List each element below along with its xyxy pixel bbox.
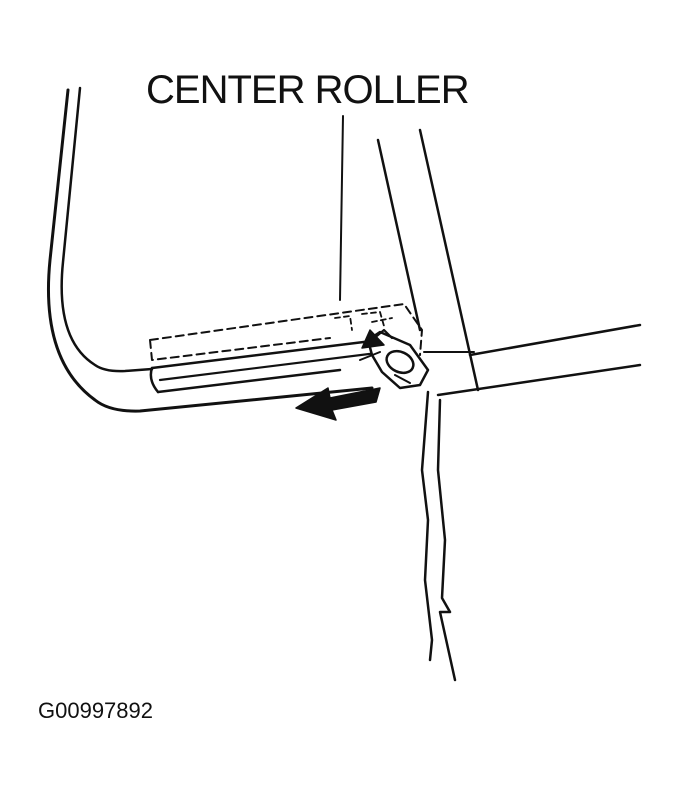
rail-cover-outline-dashed (149, 303, 423, 361)
body-seam-left (420, 390, 434, 662)
rail-cover-detail-dashed (334, 311, 393, 331)
door-panel-inner-edge (60, 86, 154, 373)
callout-leader-line (339, 115, 344, 301)
door-panel-outer-edge (46, 88, 374, 413)
callout-arrow-head (361, 329, 385, 349)
center-rail-middle (158, 350, 387, 382)
body-side-upper-edge (468, 323, 642, 357)
figure-id: G00997892 (38, 698, 153, 723)
pillar-right-edge (418, 128, 480, 392)
slide-direction-arrow (295, 387, 381, 421)
roller-hinge-detail (359, 351, 411, 384)
body-side-lower-edge (436, 363, 642, 397)
body-seam-right (436, 398, 457, 682)
center-roller-wheel (385, 349, 415, 375)
pillar-left-edge (376, 138, 422, 332)
center-roller-label: CENTER ROLLER (146, 68, 470, 112)
center-rail-bottom (156, 368, 342, 394)
center-rail-end-cap (149, 366, 160, 394)
center-rail-top (150, 338, 382, 370)
